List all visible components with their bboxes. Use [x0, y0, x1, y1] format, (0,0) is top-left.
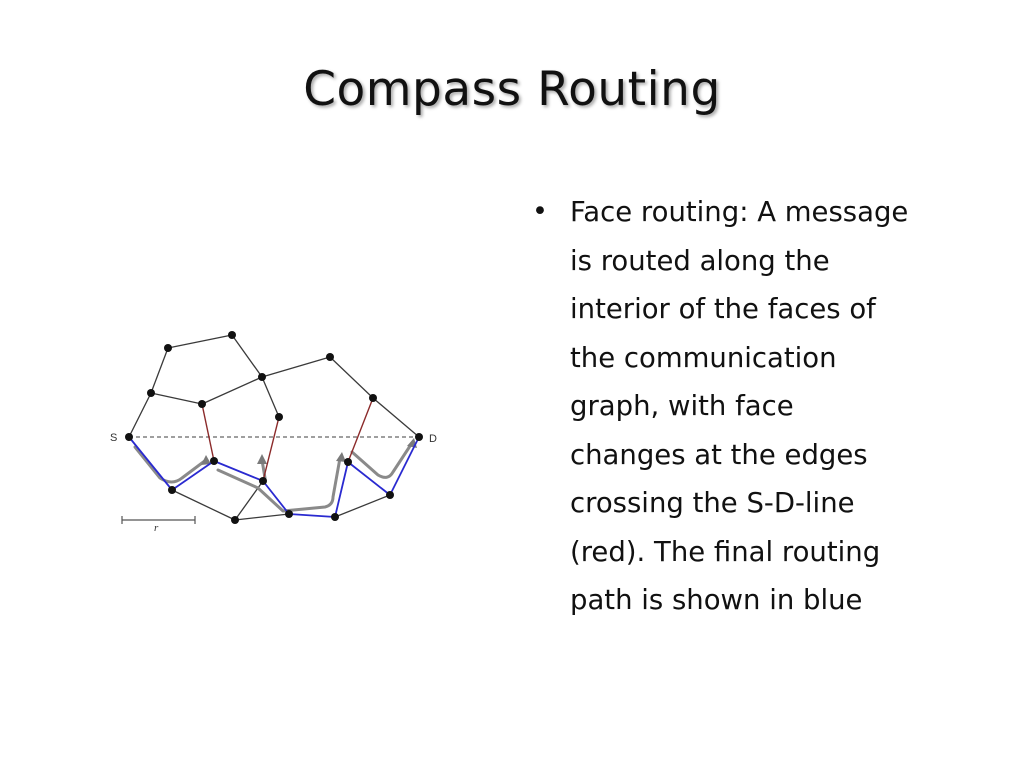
- bullet-text-line: interior of the faces of: [570, 293, 876, 325]
- graph-edge: [334, 494, 391, 518]
- graph-nodes: [125, 331, 423, 524]
- graph-node: [168, 486, 176, 494]
- final-routing-path: [128, 436, 420, 518]
- graph-edge: [150, 392, 203, 405]
- bullet-text-line: crossing the S-D-line: [570, 487, 855, 519]
- graph-edge: [201, 376, 263, 405]
- graph-edge: [128, 392, 152, 438]
- scale-label: r: [154, 522, 159, 534]
- graph-edge: [150, 347, 169, 394]
- bullet-item: • Face routing: A message is routed alon…: [530, 188, 980, 625]
- bullet-list: • Face routing: A message is routed alon…: [530, 188, 980, 625]
- graph-node: [231, 516, 239, 524]
- graph-node: [164, 344, 172, 352]
- graph-edge: [167, 334, 233, 349]
- slide-title: Compass Routing: [303, 62, 721, 117]
- graph-node: [210, 457, 218, 465]
- node-d: [415, 433, 423, 441]
- traversal-trace: [133, 441, 414, 513]
- graph-edges: [128, 334, 420, 521]
- face-routing-diagram: S D r: [110, 331, 437, 534]
- trace-arrowheads: [201, 438, 417, 465]
- source-label: S: [110, 432, 117, 444]
- bullet-text-line: (red). The final routing: [570, 535, 881, 568]
- bullet-text-line: graph, with face: [570, 390, 794, 422]
- graph-node: [258, 373, 266, 381]
- graph-edge: [329, 356, 374, 399]
- graph-node: [386, 491, 394, 499]
- graph-node: [147, 389, 155, 397]
- graph-edge: [234, 513, 290, 521]
- crossing-edge: [201, 403, 215, 462]
- trace-segment: [350, 441, 414, 479]
- crossing-edge: [347, 397, 374, 463]
- trace-arrowhead: [201, 455, 211, 465]
- trace-segment: [133, 445, 208, 484]
- crossing-edge: [262, 416, 280, 482]
- trace-segment: [216, 456, 342, 513]
- graph-node: [326, 353, 334, 361]
- bullet-text-line: is routed along the: [570, 244, 830, 277]
- graph-edge: [261, 376, 280, 418]
- graph-edge: [231, 334, 263, 378]
- graph-node: [344, 458, 352, 466]
- bullet-marker: •: [532, 196, 548, 227]
- graph-node: [331, 513, 339, 521]
- crossing-edges: [201, 397, 374, 482]
- bullet-text-line: the communication: [570, 341, 837, 374]
- graph-node: [275, 413, 283, 421]
- graph-edge: [261, 356, 331, 378]
- graph-node: [369, 394, 377, 402]
- graph-edge: [372, 397, 420, 438]
- bullet-text-line: changes at the edges: [570, 438, 868, 471]
- destination-label: D: [429, 433, 437, 445]
- graph-edge: [171, 489, 236, 521]
- graph-node: [198, 400, 206, 408]
- node-s: [125, 433, 133, 441]
- graph-node: [228, 331, 236, 339]
- graph-node: [259, 477, 267, 485]
- bullet-text-line: Face routing: A message: [570, 196, 909, 228]
- trace-arrowhead: [336, 452, 346, 462]
- trace-arrowhead: [257, 454, 267, 464]
- graph-node: [285, 510, 293, 518]
- scale-bar: [121, 516, 196, 524]
- bullet-text-line: path is shown in blue: [570, 584, 863, 616]
